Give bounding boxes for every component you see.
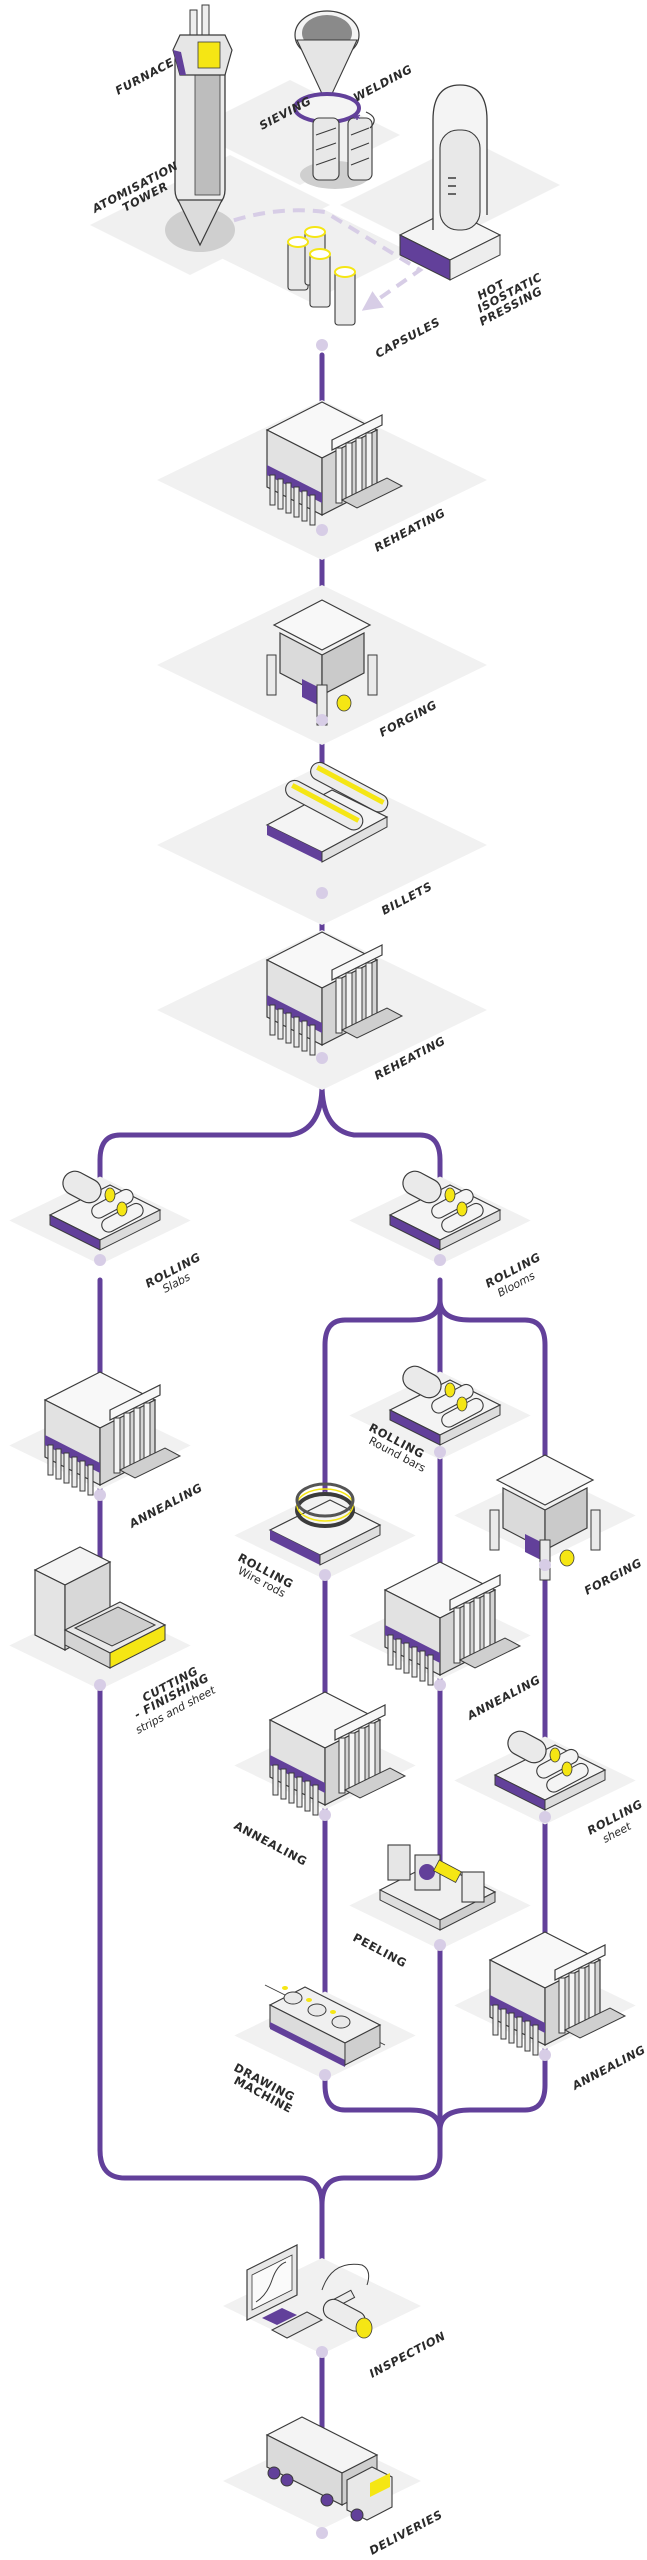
label-deliveries: DELIVERIES: [367, 2507, 445, 2557]
flow-split-rolling: [97, 1082, 443, 1203]
station-billets: BILLETS: [157, 761, 487, 925]
wire-coil-icon: [268, 1482, 382, 1566]
station-annealing-left: ANNEALING: [9, 1371, 205, 1531]
label-annealing-wire: ANNEALING: [232, 1818, 310, 1868]
station-deliveries: DELIVERIES: [223, 2416, 445, 2558]
label-annealing-right: ANNEALING: [569, 2042, 647, 2093]
atomisation-tower-icon: [165, 39, 235, 252]
furnace-icon: [172, 4, 233, 76]
label-peeling: PEELING: [351, 1930, 410, 1970]
station-inspection: INSPECTION: [223, 2244, 448, 2381]
station-forging-1: FORGING: [157, 585, 487, 745]
station-drawing: DRAWING MACHINE: [232, 1984, 416, 2116]
billets-icon: [265, 761, 389, 863]
top-cluster: ✱ FURNACE ATOMISATION: [89, 4, 560, 361]
inspection-computer-icon: [246, 2244, 373, 2339]
flow-merge-bottom: [97, 2127, 443, 2443]
station-annealing-center: ANNEALING: [349, 1561, 543, 1723]
label-annealing-left: ANNEALING: [126, 1480, 205, 1531]
station-cutting: CUTTING - FINISHING strips and sheet: [9, 1546, 218, 1737]
station-reheating-1: REHEATING: [157, 400, 487, 560]
station-rolling-slabs: ROLLING Slabs: [9, 1166, 203, 1296]
station-reheating-2: REHEATING: [157, 930, 487, 1090]
station-rolling-sheet: ROLLING sheet: [454, 1726, 645, 1846]
svg-text:✱: ✱: [353, 112, 361, 122]
label-inspection: INSPECTION: [367, 2329, 448, 2381]
flow-dashed-top: [214, 208, 424, 311]
drawing-machine-icon: [264, 1984, 386, 2067]
label-forging-2: FORGING: [582, 1555, 645, 1597]
peeling-machine-icon: [378, 1844, 497, 1931]
station-rolling-round-bars: ROLLING Round bars: [349, 1361, 531, 1475]
label-capsules: CAPSULES: [373, 315, 443, 361]
capsules-icon: [287, 226, 356, 326]
station-forging-2: FORGING: [454, 1454, 645, 1598]
welding-icon: ✱: [300, 111, 375, 189]
station-rolling-blooms: ROLLING Blooms: [349, 1166, 543, 1300]
station-annealing-right: ANNEALING: [454, 1931, 647, 2093]
label-annealing-center: ANNEALING: [464, 1672, 543, 1723]
delivery-truck-icon: [265, 2416, 393, 2522]
cutting-machine-icon: [33, 1546, 167, 1669]
label-furnace: FURNACE: [113, 55, 177, 98]
isostatic-press-icon: [398, 84, 502, 281]
label-welding: WELDING: [351, 62, 415, 105]
